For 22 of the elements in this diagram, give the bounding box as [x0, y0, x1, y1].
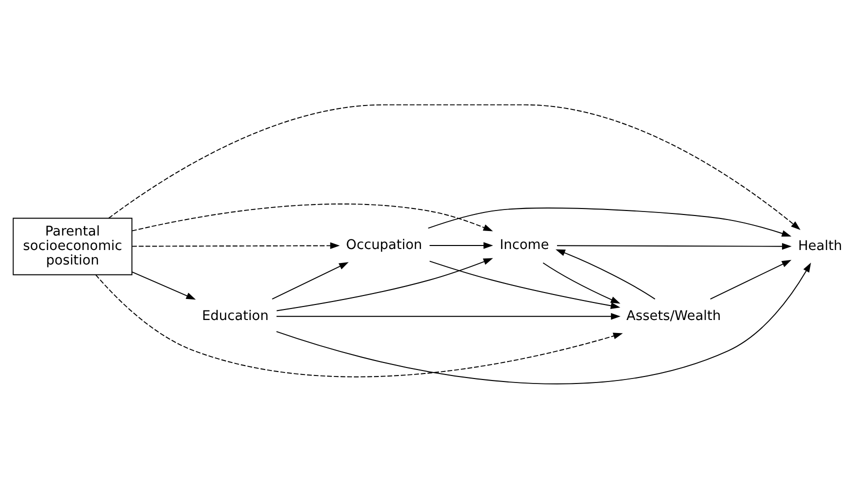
- node-text: Health: [798, 239, 842, 254]
- arrow: [710, 260, 792, 300]
- arrow: [429, 260, 620, 310]
- arrow: [276, 262, 811, 384]
- arrow: [95, 274, 623, 378]
- arrow: [132, 271, 196, 300]
- arrow: [556, 249, 656, 300]
- node-text: Occupation: [346, 238, 422, 254]
- node-text: Income: [500, 238, 549, 254]
- arrow: [108, 104, 800, 230]
- arrow: [429, 242, 494, 249]
- arrow: [556, 243, 792, 250]
- arrow: [542, 262, 620, 304]
- arrow: [132, 242, 340, 250]
- arrow: [428, 208, 792, 237]
- arrow: [276, 313, 621, 320]
- node-text: Assets/Wealth: [626, 308, 721, 324]
- arrow: [276, 258, 494, 312]
- node-box: Parental socioeconomic position: [12, 218, 132, 276]
- node-text: Education: [202, 308, 269, 324]
- arrow: [272, 262, 349, 300]
- arrow: [132, 204, 493, 232]
